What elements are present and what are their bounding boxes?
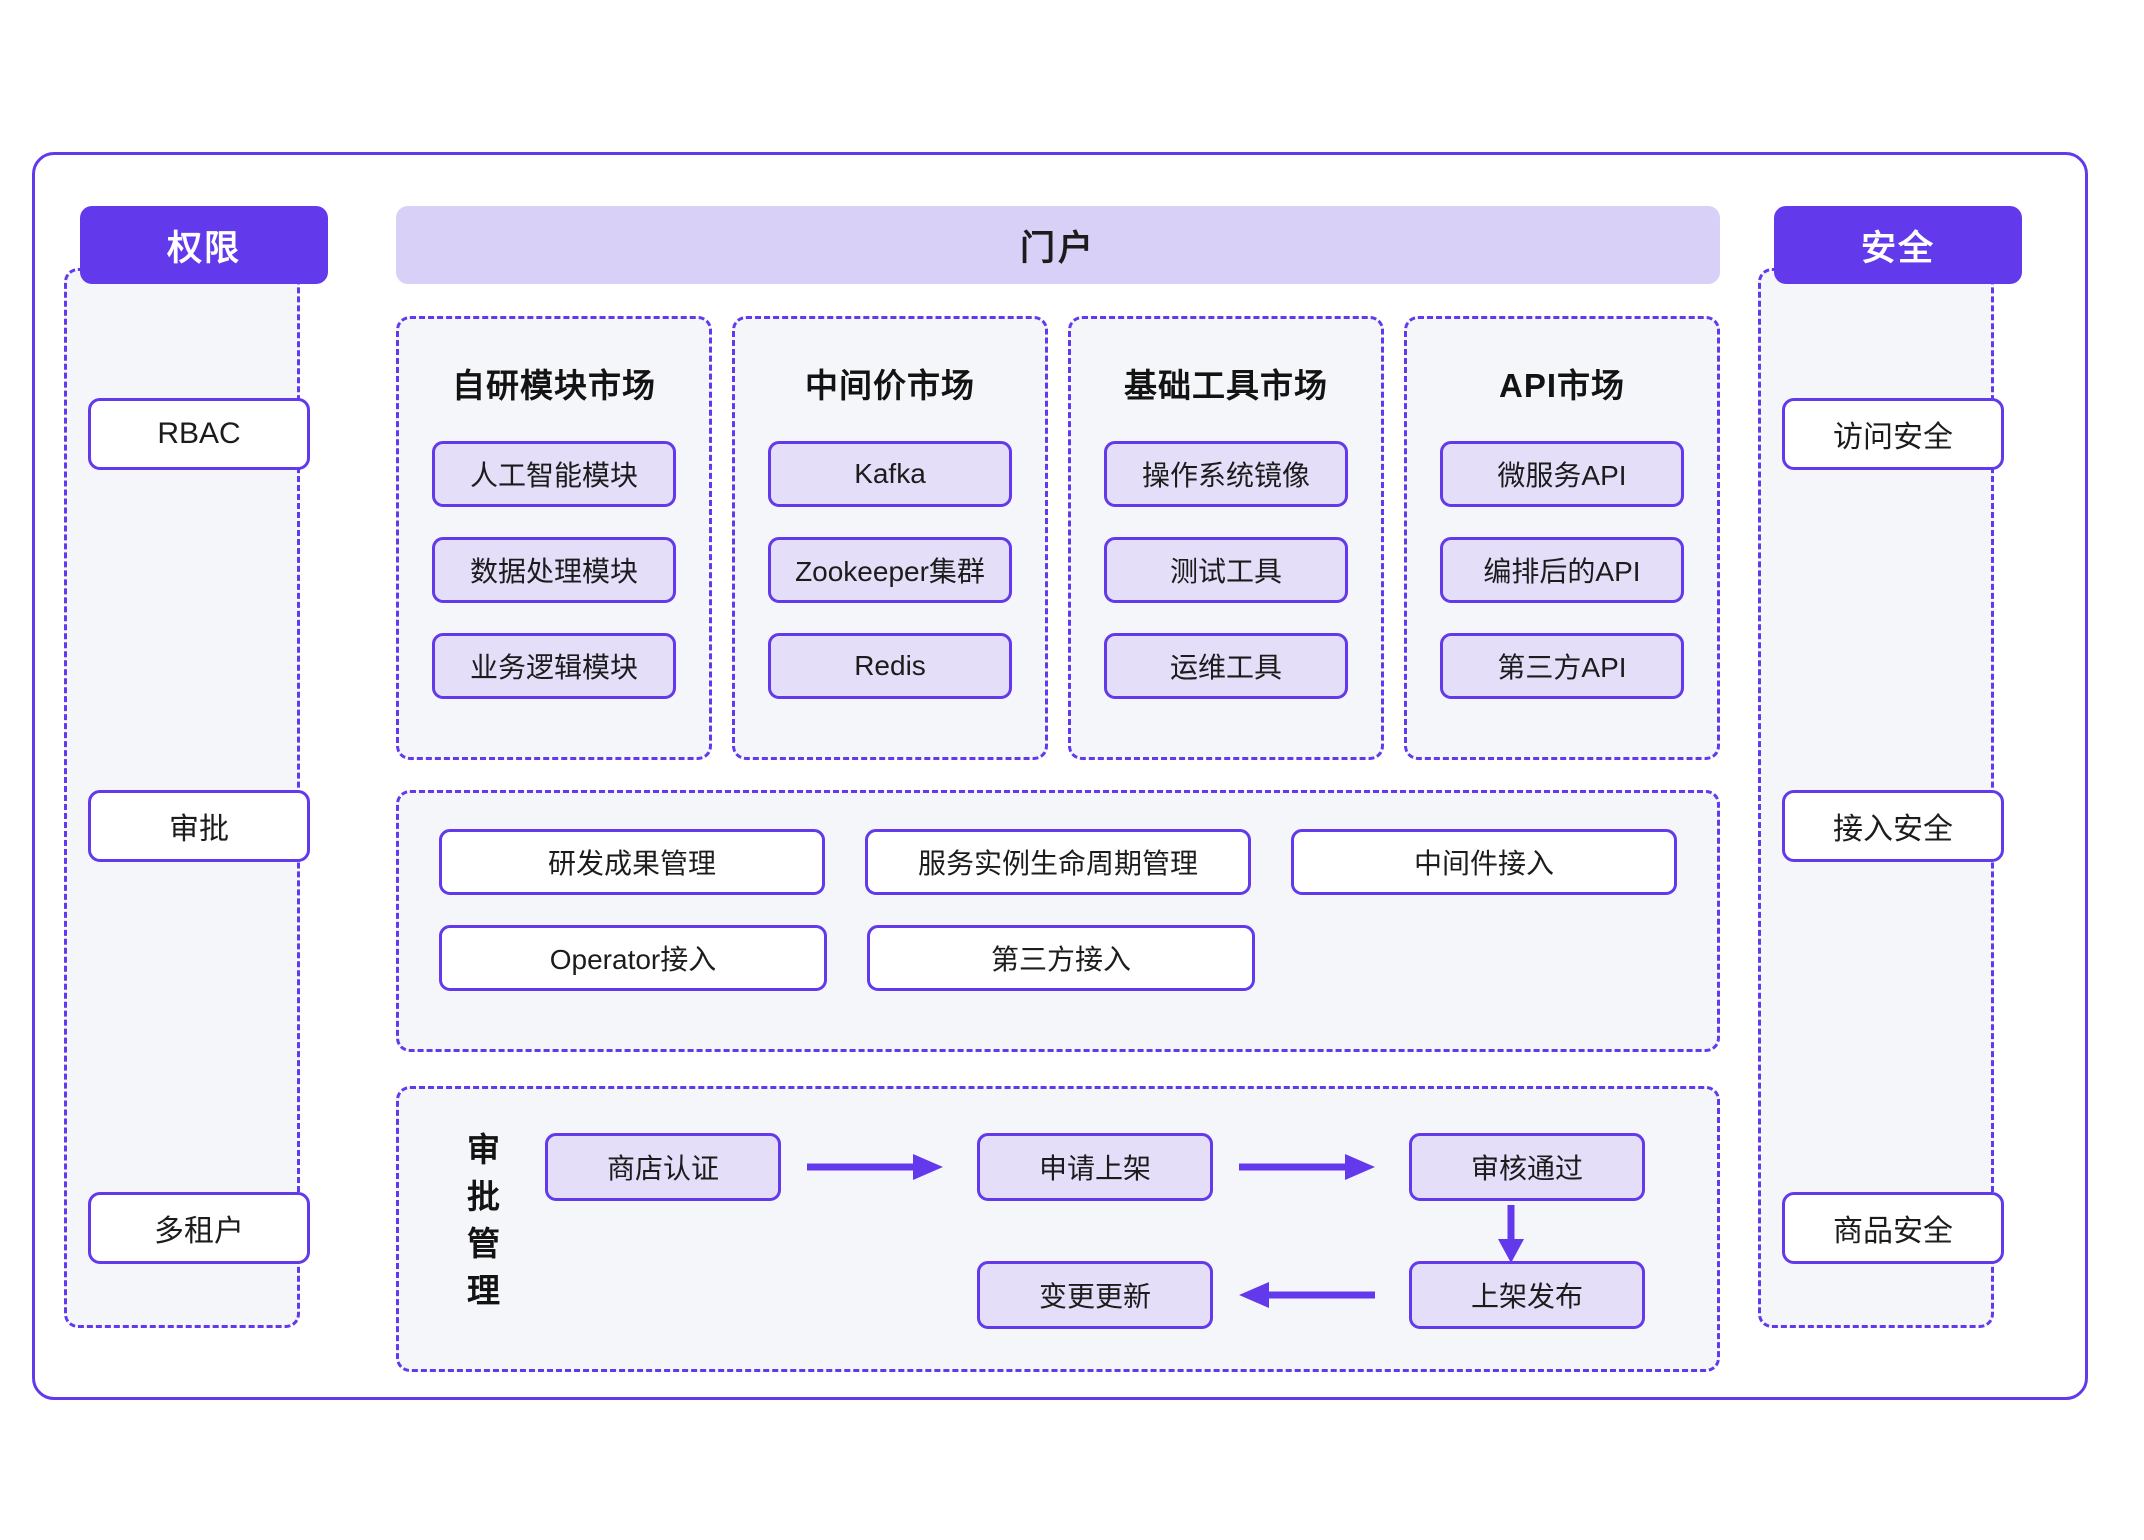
capability-row: Operator接入 第三方接入 xyxy=(439,925,1677,991)
arrow-down-icon xyxy=(1498,1205,1524,1263)
market-chip[interactable]: 第三方API xyxy=(1440,633,1684,699)
capability-operator-access[interactable]: Operator接入 xyxy=(439,925,827,991)
security-item-access[interactable]: 访问安全 xyxy=(1782,398,2004,470)
flow-node-publish[interactable]: 上架发布 xyxy=(1409,1261,1645,1329)
capability-middleware-access[interactable]: 中间件接入 xyxy=(1291,829,1677,895)
market-chip[interactable]: Kafka xyxy=(768,441,1012,507)
capability-service-lifecycle[interactable]: 服务实例生命周期管理 xyxy=(865,829,1251,895)
flow-node-apply-listing[interactable]: 申请上架 xyxy=(977,1133,1213,1201)
arrow-right-icon xyxy=(1239,1154,1375,1180)
permission-column: 权限 RBAC 审批 多租户 xyxy=(36,206,328,1328)
market-middleware: 中间价市场 Kafka Zookeeper集群 Redis xyxy=(732,316,1048,760)
market-self-developed: 自研模块市场 人工智能模块 数据处理模块 业务逻辑模块 xyxy=(396,316,712,760)
security-column: 安全 访问安全 接入安全 商品安全 xyxy=(1730,206,2022,1328)
market-api: API市场 微服务API 编排后的API 第三方API xyxy=(1404,316,1720,760)
market-chip[interactable]: 业务逻辑模块 xyxy=(432,633,676,699)
market-title: 自研模块市场 xyxy=(452,367,656,404)
market-chip[interactable]: 操作系统镜像 xyxy=(1104,441,1348,507)
market-chip[interactable]: 数据处理模块 xyxy=(432,537,676,603)
security-item-connection[interactable]: 接入安全 xyxy=(1782,790,2004,862)
market-row: 自研模块市场 人工智能模块 数据处理模块 业务逻辑模块 中间价市场 Kafka … xyxy=(396,316,1720,760)
permission-item-rbac[interactable]: RBAC xyxy=(88,398,310,470)
market-chip[interactable]: 运维工具 xyxy=(1104,633,1348,699)
market-chip[interactable]: Redis xyxy=(768,633,1012,699)
permission-item-multitenant[interactable]: 多租户 xyxy=(88,1192,310,1264)
market-chip[interactable]: 编排后的API xyxy=(1440,537,1684,603)
market-chip[interactable]: Zookeeper集群 xyxy=(768,537,1012,603)
market-title: API市场 xyxy=(1498,367,1625,404)
capability-panel: 研发成果管理 服务实例生命周期管理 中间件接入 Operator接入 第三方接入 xyxy=(396,790,1720,1052)
arrow-right-icon xyxy=(807,1154,943,1180)
capability-rd-achievement[interactable]: 研发成果管理 xyxy=(439,829,825,895)
approval-management-label: 审批管理 xyxy=(467,1131,501,1309)
market-title: 基础工具市场 xyxy=(1124,367,1328,404)
market-base-tools: 基础工具市场 操作系统镜像 测试工具 运维工具 xyxy=(1068,316,1384,760)
flow-node-review-passed[interactable]: 审核通过 xyxy=(1409,1133,1645,1201)
arrow-left-icon xyxy=(1239,1282,1375,1308)
market-chip[interactable]: 微服务API xyxy=(1440,441,1684,507)
permission-badge: 权限 xyxy=(80,206,328,284)
capability-thirdparty-access[interactable]: 第三方接入 xyxy=(867,925,1255,991)
permission-item-list: RBAC 审批 多租户 xyxy=(64,268,310,1328)
flow-node-shop-certification[interactable]: 商店认证 xyxy=(545,1133,781,1201)
security-item-list: 访问安全 接入安全 商品安全 xyxy=(1758,268,2004,1328)
market-title: 中间价市场 xyxy=(805,367,975,404)
portal-header: 门户 xyxy=(396,206,1720,284)
capability-row: 研发成果管理 服务实例生命周期管理 中间件接入 xyxy=(439,829,1677,895)
market-chip[interactable]: 测试工具 xyxy=(1104,537,1348,603)
permission-item-approval[interactable]: 审批 xyxy=(88,790,310,862)
market-chip[interactable]: 人工智能模块 xyxy=(432,441,676,507)
security-item-product[interactable]: 商品安全 xyxy=(1782,1192,2004,1264)
flow-node-change-update[interactable]: 变更更新 xyxy=(977,1261,1213,1329)
security-badge: 安全 xyxy=(1774,206,2022,284)
approval-flow-panel: 审批管理 商店认证 申请上架 审核通过 上架发布 变更更新 xyxy=(396,1086,1720,1372)
